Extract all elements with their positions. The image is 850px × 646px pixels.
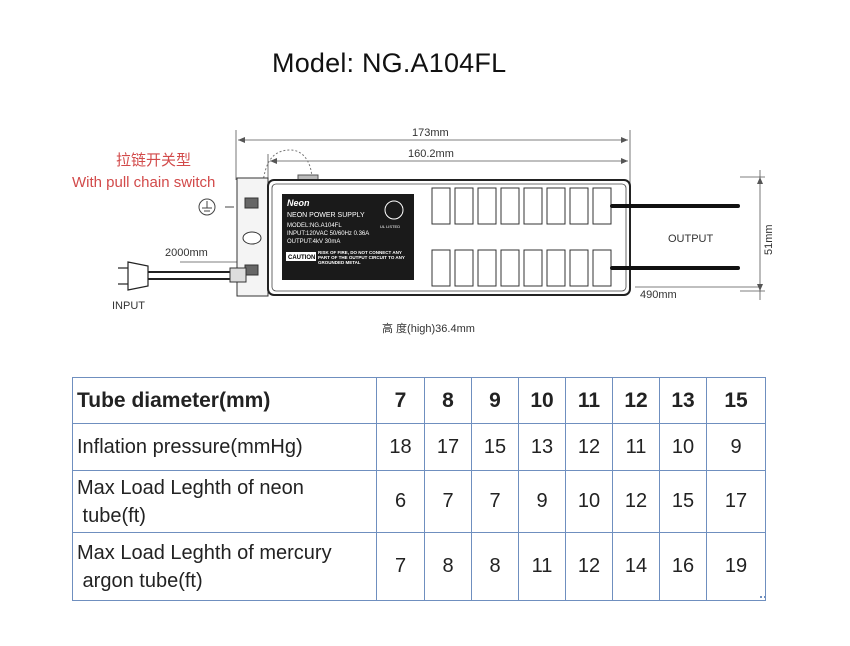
table-cell: 10 — [659, 423, 707, 471]
header-cell: 8 — [424, 377, 472, 424]
table-cell: 7 — [424, 470, 472, 533]
dimension-lines — [180, 130, 765, 300]
spec-table: Tube diameter(mm) 7 8 9 10 11 12 13 15 I… — [72, 377, 766, 601]
row-label: Inflation pressure(mmHg) — [72, 423, 377, 471]
row-label-line: tube(ft) — [77, 504, 146, 527]
input-label: INPUT — [112, 300, 145, 312]
header-cell: 9 — [471, 377, 519, 424]
header-cell: 12 — [612, 377, 660, 424]
table-cell: 11 — [518, 532, 566, 601]
dim-input-cable-label: 2000mm — [165, 247, 208, 259]
dim-output-cable-label: 490mm — [640, 289, 677, 301]
page-title: Model: NG.A104FL — [272, 48, 507, 78]
row-label-line: Max Load Leghth of neon — [77, 476, 304, 499]
dim-body-label: 160.2mm — [408, 148, 454, 160]
table-cell: 7 — [471, 470, 519, 533]
table-row: Max Load Leghth of mercury argon tube(ft… — [72, 532, 766, 601]
table-row: Max Load Leghth of neon tube(ft) 6 7 7 9… — [72, 470, 766, 533]
table-corner-mark — [760, 596, 766, 601]
row-label-line: argon tube(ft) — [77, 569, 203, 592]
table-cell: 12 — [565, 423, 613, 471]
header-cell: 13 — [659, 377, 707, 424]
table-cell: 16 — [659, 532, 707, 601]
table-header-row: Tube diameter(mm) 7 8 9 10 11 12 13 15 — [72, 377, 766, 424]
table-cell: 12 — [565, 532, 613, 601]
table-cell: 6 — [376, 470, 425, 533]
table-cell: 7 — [376, 532, 425, 601]
output-label: OUTPUT — [668, 233, 714, 245]
table-cell: 13 — [518, 423, 566, 471]
plate-line1: MODEL:NG.A104FL — [287, 223, 342, 229]
plate-line2: INPUT:120VAC 50/60Hz 0.36A — [287, 231, 369, 237]
table-cell: 15 — [471, 423, 519, 471]
table-cell: 8 — [424, 532, 472, 601]
table-cell: 9 — [518, 470, 566, 533]
plate-line3: OUTPUT:4kV 30mA — [287, 239, 340, 245]
input-cable — [148, 267, 247, 283]
table-cell: 15 — [659, 470, 707, 533]
table-cell: 10 — [565, 470, 613, 533]
header-label: Tube diameter(mm) — [72, 377, 377, 424]
plate-brand: Neon — [287, 198, 310, 208]
row-label: Max Load Leghth of mercury argon tube(ft… — [72, 532, 377, 601]
plate-heading: NEON POWER SUPPLY — [287, 212, 365, 219]
table-cell: 17 — [424, 423, 472, 471]
header-cell: 10 — [518, 377, 566, 424]
table-cell: 17 — [706, 470, 766, 533]
nameplate: Neon NEON POWER SUPPLY MODEL:NG.A104FL I… — [282, 194, 414, 280]
output-cables — [610, 204, 740, 270]
table-cell: 12 — [612, 470, 660, 533]
header-cell: 7 — [376, 377, 425, 424]
table-row: Inflation pressure(mmHg) 18 17 15 13 12 … — [72, 423, 766, 471]
plate-caution: CAUTION — [288, 255, 315, 261]
ground-icon — [198, 198, 234, 216]
switch-label-en: With pull chain switch — [72, 174, 215, 191]
plate-ul: UL LISTED — [380, 224, 400, 229]
table-cell: 14 — [612, 532, 660, 601]
table-cell: 19 — [706, 532, 766, 601]
dimension-arrows — [238, 137, 763, 291]
table-cell: 8 — [471, 532, 519, 601]
plug-icon — [118, 261, 149, 291]
table-cell: 11 — [612, 423, 660, 471]
product-drawing: 173mm 160.2mm 2000mm 490mm 51mm 拉链开关型 Wi… — [72, 127, 775, 335]
cooling-fins — [431, 187, 612, 287]
dim-height-side-label: 51mm — [763, 224, 775, 255]
table-cell: 18 — [376, 423, 425, 471]
switch-label-cn: 拉链开关型 — [116, 151, 191, 169]
row-label-line: Max Load Leghth of mercury — [77, 541, 332, 564]
dim-overall-label: 173mm — [412, 127, 449, 139]
header-cell: 15 — [706, 377, 766, 424]
table-cell: 9 — [706, 423, 766, 471]
header-cell: 11 — [565, 377, 613, 424]
row-label: Max Load Leghth of neon tube(ft) — [72, 470, 377, 533]
plate-caution-text: RISK OF FIRE, DO NOT CONNECT ANY PART OF… — [318, 250, 405, 265]
height-note: 高 度(high)36.4mm — [382, 321, 475, 335]
